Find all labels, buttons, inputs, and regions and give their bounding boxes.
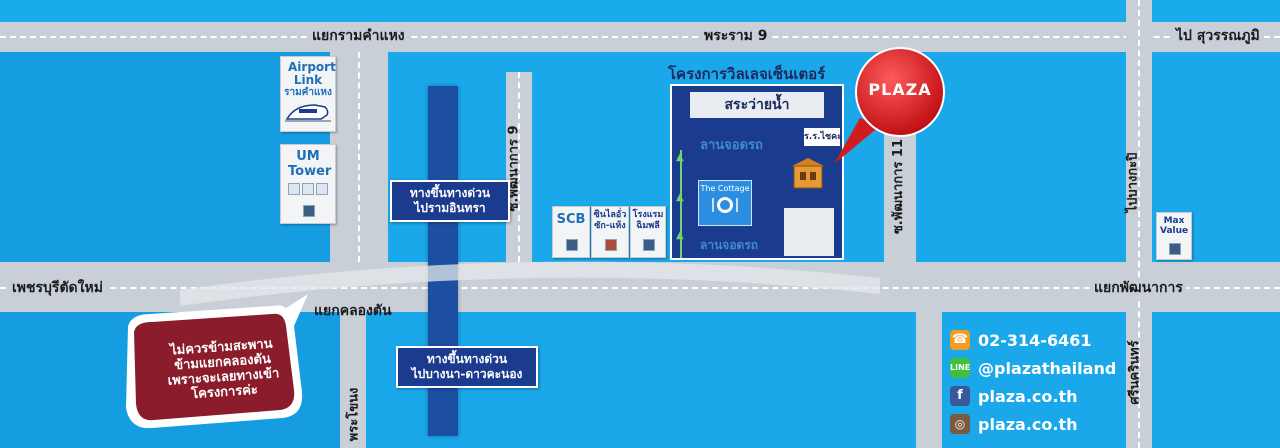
swimming-pool: สระว่ายน้ำ (690, 92, 824, 118)
um-tower-door (303, 205, 315, 217)
label-bang-kapi: ไปบางกะปิ (1125, 152, 1141, 213)
label-ramkhamhaeng-junction: แยกรามคำแหง (308, 27, 409, 45)
line-icon: LINE (950, 358, 970, 378)
village-center-project: สระว่ายน้ำ ลานจอดรถ ร.ร.ไชคะ The Cottage… (670, 84, 844, 260)
plate-icon (712, 197, 738, 213)
windows (288, 183, 328, 195)
label-petchaburi: เพชรบุรีตัดใหม่ (8, 279, 107, 297)
um-tower: UM Tower (280, 144, 336, 224)
open-space (784, 208, 834, 256)
arrow-up-icon: ▲ (676, 192, 684, 203)
arrow-up-icon: ▲ (676, 230, 684, 241)
school-building: ร.ร.ไชคะ (804, 128, 842, 146)
phone-icon: ☎ (950, 330, 970, 350)
contact-phone[interactable]: ☎ 02-314-6461 (950, 330, 1092, 350)
plaza-marker-pin (834, 47, 945, 164)
road-rama9-center-line (0, 36, 1280, 38)
plaza-marker-label: PLAZA (868, 80, 932, 99)
block-right-top (916, 52, 1126, 262)
expressway-entrance-south: ทางขึ้นทางด่วน ไปบางนา-ดาวคะนอง (396, 346, 538, 388)
label-klongton-junction: แยกคลองตัน (314, 303, 392, 319)
max-value-store: Max Value (1156, 212, 1192, 260)
plaza-building (788, 152, 828, 192)
label-to-suvarnabhumi: ไป สุวรรณภูมิ (1172, 27, 1264, 45)
warning-bubble-shape (126, 294, 308, 429)
contact-line[interactable]: LINE @plazathailand (950, 358, 1117, 378)
instagram-icon: ◎ (950, 414, 970, 434)
road-soi-9-center-line (518, 72, 520, 262)
parking-bottom: ลานจอดรถ (700, 238, 759, 252)
block-top-strip (0, 0, 1280, 22)
expressway-entrance-north: ทางขึ้นทางด่วน ไปรามอินทรา (390, 180, 510, 222)
road-phra-khanong (340, 312, 366, 448)
building-icon (792, 158, 824, 189)
label-rama9: พระราม 9 (700, 27, 772, 45)
block-right-bottom (942, 312, 1126, 448)
warning-text: ไม่ควรข้ามสะพาน ข้ามแยกคลองตัน เพราะจะเล… (167, 336, 280, 403)
arrow-up-icon: ▲ (676, 152, 684, 163)
flyover-bridge (180, 261, 880, 306)
airport-link-station: Airport Link รามคำแหง (280, 56, 336, 132)
block-far-right-bottom (1152, 312, 1280, 448)
train-icon (285, 104, 331, 122)
label-srinakarin: ศรีนครินทร์ (1127, 340, 1143, 405)
road-ramkhamhaeng-center-line (358, 52, 360, 262)
driveway-arrows (680, 150, 682, 258)
label-phra-khanong: พระโขนง (346, 387, 362, 442)
contact-instagram[interactable]: ◎ plaza.co.th (950, 414, 1078, 434)
facebook-icon: f (950, 386, 970, 406)
block-left-top (0, 52, 330, 262)
label-pattanakarn-junction: แยกพัฒนาการ (1090, 279, 1187, 297)
the-cottage: The Cottage (698, 180, 752, 226)
road-srinakarin (916, 312, 942, 448)
road-bang-kapi-center-line (1138, 0, 1140, 448)
scb-building: SCB (552, 206, 590, 258)
parking-top: ลานจอดรถ (700, 138, 763, 153)
sinlaedua-shop: ซินไลอั่ว ซัก-แห้ง (591, 206, 629, 258)
contact-facebook[interactable]: f plaza.co.th (950, 386, 1078, 406)
chimplee-hotel: โรงแรม ฉิมพลี (630, 206, 666, 258)
road-petchaburi-center-line (0, 287, 1280, 289)
project-title: โครงการวิลเลจเซ็นเตอร์ (668, 65, 826, 83)
